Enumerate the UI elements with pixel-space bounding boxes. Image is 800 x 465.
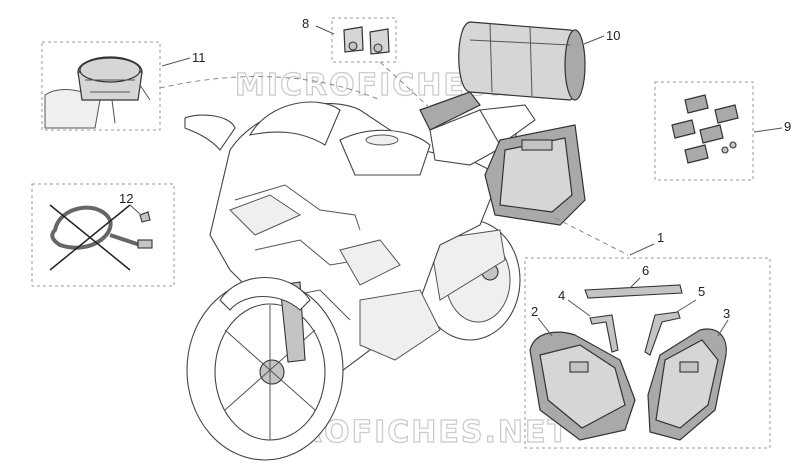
callout-5: 5: [698, 284, 705, 299]
mounting-brackets: [343, 26, 390, 55]
crossed-cable: [49, 204, 153, 271]
dash-1: [554, 217, 629, 256]
callout-8: 8: [302, 16, 309, 31]
leader-10: [583, 35, 605, 45]
leader-12: [129, 204, 141, 215]
callout-2: 2: [531, 304, 538, 319]
callout-11: 11: [192, 50, 206, 65]
callout-3: 3: [723, 306, 730, 321]
callout-12: 12: [119, 191, 133, 206]
leader-5: [674, 299, 697, 314]
dash-8: [379, 61, 431, 109]
leader-11: [161, 57, 191, 67]
leader-9: [753, 127, 783, 133]
dash-11: [159, 76, 381, 101]
group-box-12: [31, 183, 175, 287]
leader-4: [567, 299, 591, 317]
callout-10: 10: [606, 28, 620, 43]
duffel-bag: [458, 21, 586, 101]
left-side-case: [529, 331, 636, 441]
group-box-1: [524, 257, 771, 449]
callout-1: 1: [657, 230, 664, 245]
group-box-8: [331, 17, 397, 63]
right-side-case: [647, 328, 727, 441]
left-bracket: [589, 314, 619, 353]
motorcycle-outline: [184, 101, 536, 461]
group-box-11: [41, 41, 161, 131]
right-bracket: [644, 311, 681, 356]
leader-6: [629, 277, 641, 289]
callout-6: 6: [642, 263, 649, 278]
group-box-9: [654, 81, 754, 181]
leader-3: [717, 319, 729, 337]
callout-9: 9: [784, 119, 791, 134]
strap-buckles: [671, 94, 739, 164]
support-bar: [584, 284, 683, 299]
mounted-pannier: [419, 91, 586, 226]
callout-4: 4: [558, 288, 565, 303]
leader-8: [315, 25, 335, 35]
leader-1: [629, 243, 655, 256]
tank-bag: [44, 56, 151, 129]
leader-2: [537, 317, 553, 337]
